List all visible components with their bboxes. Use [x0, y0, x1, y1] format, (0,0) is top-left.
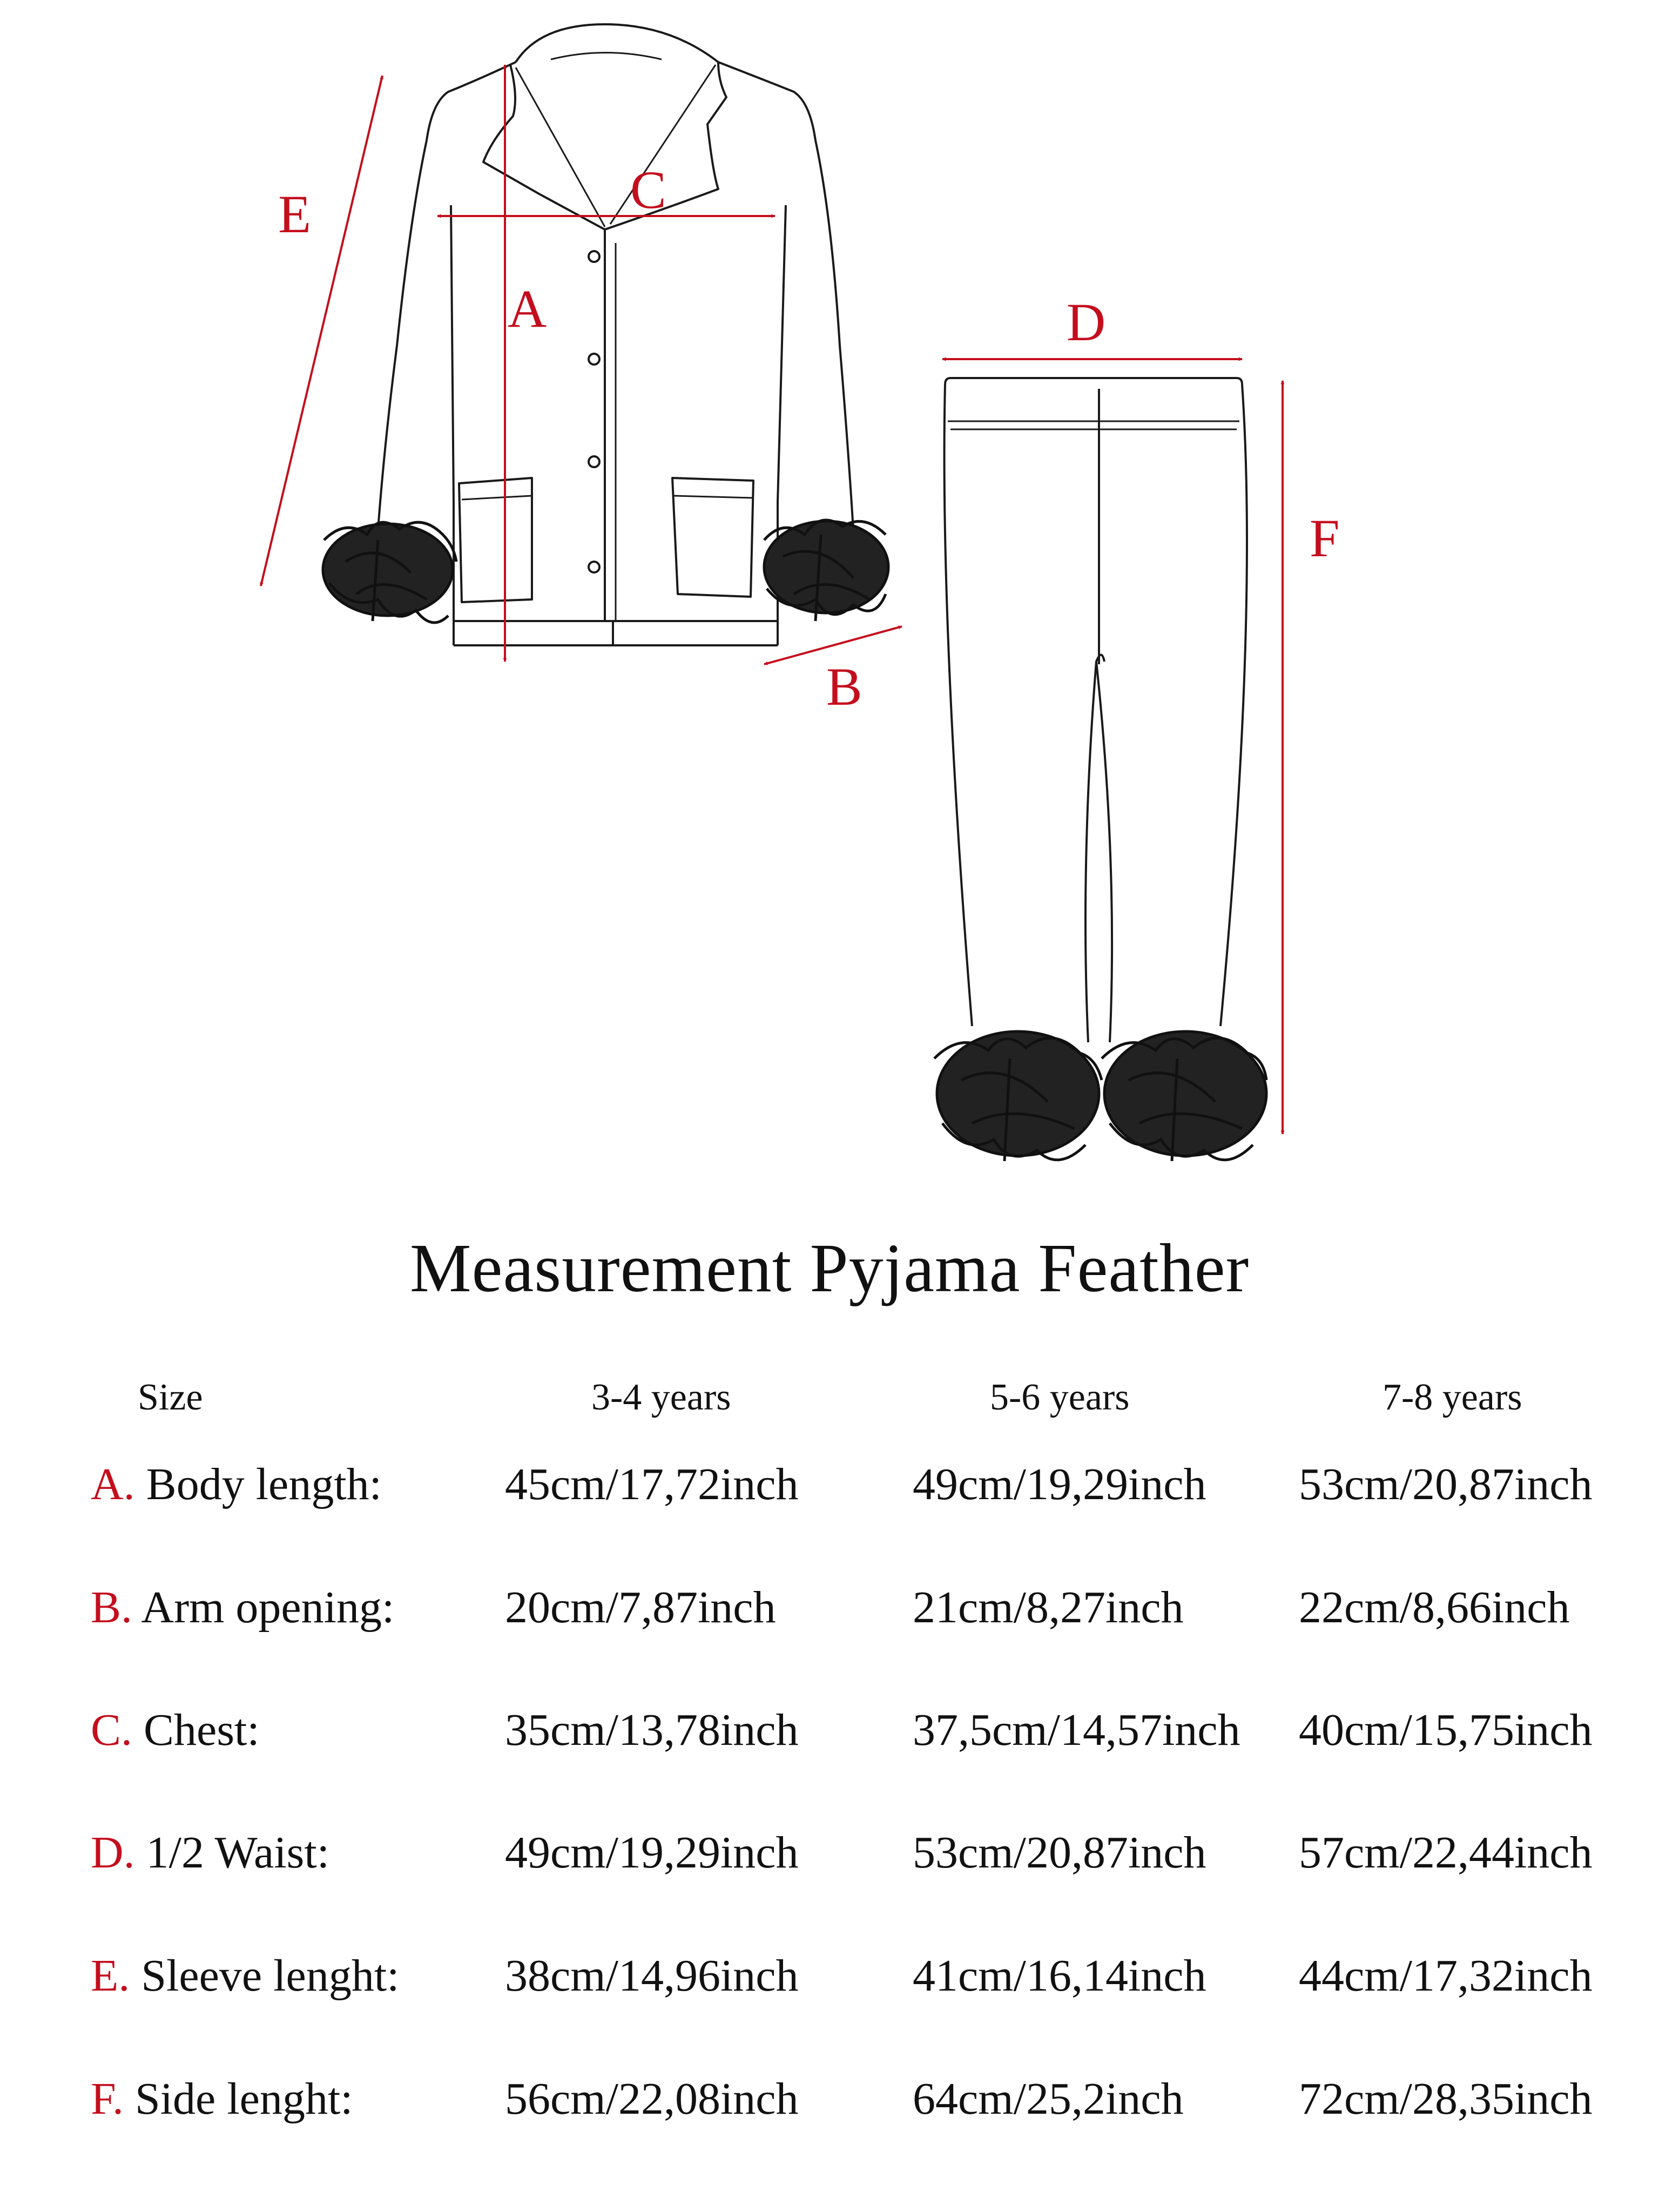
table-row-label: C. Chest:	[91, 1704, 260, 1756]
table-cell: 22cm/8,66inch	[1299, 1582, 1570, 1633]
feather-cuff-right-icon	[763, 518, 890, 622]
row-name: Chest:	[144, 1705, 260, 1755]
table-cell: 56cm/22,08inch	[505, 2074, 799, 2124]
table-row-label: F. Side lenght:	[91, 2073, 353, 2125]
table-cell: 57cm/22,44inch	[1299, 1827, 1593, 1878]
table-cell: 64cm/25,2inch	[913, 2074, 1184, 2124]
arrow-e	[260, 75, 383, 586]
row-name: Arm opening:	[141, 1582, 395, 1633]
table-row-label: B. Arm opening:	[91, 1581, 394, 1634]
label-b: B	[826, 657, 862, 717]
table-cell: 49cm/19,29inch	[913, 1459, 1206, 1509]
row-letter: B.	[91, 1582, 133, 1633]
table-cell: 49cm/19,29inch	[505, 1827, 799, 1878]
table-cell: 21cm/8,27inch	[913, 1582, 1184, 1633]
label-c: C	[630, 160, 666, 220]
column-header: 3-4 years	[591, 1377, 731, 1418]
row-letter: A.	[91, 1459, 135, 1509]
size-header: Size	[138, 1377, 203, 1418]
table-cell: 45cm/17,72inch	[505, 1459, 799, 1509]
table-cell: 40cm/15,75inch	[1299, 1705, 1593, 1755]
table-cell: 20cm/7,87inch	[505, 1582, 776, 1633]
table-row-label: D. 1/2 Waist:	[91, 1826, 329, 1879]
table-cell: 44cm/17,32inch	[1299, 1951, 1593, 2001]
row-letter: C.	[91, 1705, 133, 1755]
row-name: Sleeve lenght:	[141, 1951, 400, 2001]
row-name: 1/2 Waist:	[146, 1827, 330, 1878]
table-cell: 72cm/28,35inch	[1299, 2074, 1593, 2124]
measurement-labels: A B C D E F	[278, 160, 1340, 717]
table-cell: 35cm/13,78inch	[505, 1705, 799, 1755]
table-cell: 53cm/20,87inch	[1299, 1459, 1593, 1509]
table-cell: 53cm/20,87inch	[913, 1827, 1206, 1878]
feather-cuff-left-icon	[321, 521, 458, 624]
row-name: Body length:	[146, 1459, 382, 1509]
table-row-label: E. Sleeve lenght:	[91, 1950, 400, 2002]
feather-cuff-pants-left-icon	[933, 1030, 1103, 1162]
table-cell: 38cm/14,96inch	[505, 1951, 799, 2001]
label-a: A	[508, 279, 547, 339]
label-d: D	[1067, 292, 1105, 352]
label-f: F	[1310, 508, 1340, 568]
table-row-label: A. Body length:	[91, 1458, 382, 1510]
feather-cuff-pants-right-icon	[1101, 1030, 1268, 1162]
row-letter: D.	[91, 1827, 135, 1878]
pants-drawing	[943, 377, 1248, 1043]
row-letter: E.	[91, 1951, 130, 2001]
shirt-drawing	[377, 23, 854, 646]
page-title: Measurement Pyjama Feather	[409, 1230, 1250, 1306]
table-cell: 41cm/16,14inch	[913, 1951, 1206, 2001]
label-e: E	[278, 184, 311, 244]
garment-illustration: A B C D E F	[260, 23, 1340, 1162]
arrow-b	[764, 625, 902, 665]
column-header: 5-6 years	[990, 1377, 1130, 1418]
table-cell: 37,5cm/14,57inch	[913, 1705, 1240, 1755]
measurement-arrows	[260, 64, 1285, 1135]
column-header: 7-8 years	[1382, 1377, 1522, 1418]
row-letter: F.	[91, 2074, 124, 2124]
row-name: Side lenght:	[135, 2074, 353, 2124]
